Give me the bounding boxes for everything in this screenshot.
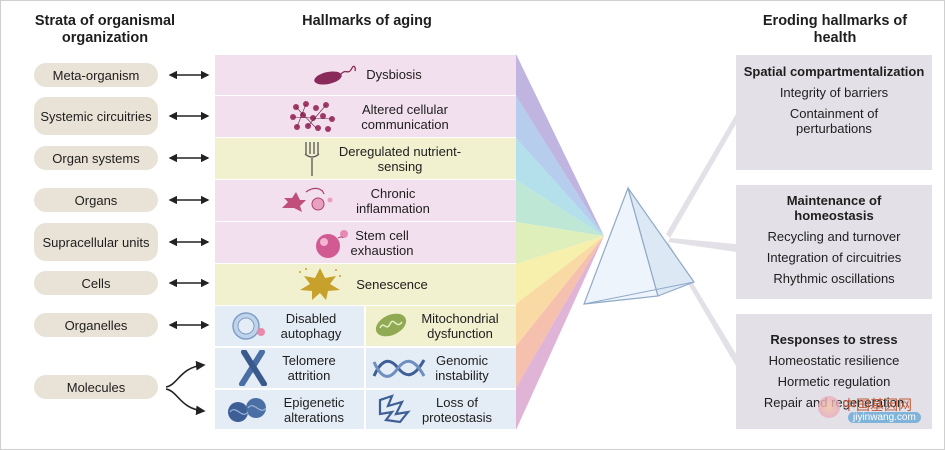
eroding-item: Homeostatic resilience <box>768 353 900 368</box>
dna-helix-icon <box>372 359 426 378</box>
hallmark-genomic: Genomic instability <box>435 353 489 383</box>
stratum-cells: Cells <box>34 271 158 295</box>
hallmark-mitochondrial: Mitochondrial dysfunction <box>421 311 499 341</box>
bacterium-icon <box>314 65 356 85</box>
eroding-item: Integrity of barriers <box>779 85 889 100</box>
stratum-molecules: Molecules <box>34 375 158 399</box>
hallmark-epigenetic: Epigenetic alterations <box>283 395 345 425</box>
hallmarks-header: Hallmarks of aging <box>302 13 432 29</box>
cell-network-icon <box>290 101 335 132</box>
cell-genomic-bg <box>366 348 516 388</box>
eroding-panel-spatial: Spatial compartmentalization Integrity o… <box>736 55 932 170</box>
mitochondrion-icon <box>375 313 407 337</box>
molecules-branch-arrows <box>165 360 206 416</box>
prism-icon <box>583 186 695 305</box>
row-inflammation-bg <box>215 180 516 222</box>
row-senescence-bg <box>215 264 516 306</box>
stratum-organs: Organs <box>34 188 158 212</box>
eroding-item: Hormetic regulation <box>777 374 891 389</box>
hallmark-proteostasis: Loss of proteostasis <box>421 395 493 425</box>
eroding-item: Rhythmic oscillations <box>773 271 895 286</box>
hallmark-autophagy: Disabled autophagy <box>280 311 342 341</box>
hallmark-senescence: Senescence <box>356 277 428 292</box>
stem-cell-icon <box>316 230 348 258</box>
watermark-cn: 中国基因网 <box>842 397 912 413</box>
eroding-item: Containment of perturbations <box>789 106 879 136</box>
hallmark-telomere: Telomere attrition <box>282 353 336 383</box>
stratum-organelles: Organelles <box>34 313 158 337</box>
strata-header: Strata of organismal organization <box>34 13 176 46</box>
double-arrows <box>168 70 210 330</box>
autophagosome-icon <box>232 312 265 340</box>
chromosome-icon <box>239 350 267 386</box>
row-stem-cell-bg <box>215 222 516 264</box>
protein-icon <box>378 394 411 424</box>
nucleosome-icon <box>228 398 267 422</box>
watermark-logo-icon <box>818 396 840 418</box>
watermark-url: jiyinwang.com <box>848 412 921 423</box>
stratum-meta-organism: Meta-organism <box>34 63 158 87</box>
eroding-item: Recycling and turnover <box>767 229 901 244</box>
row-nutrient-bg <box>215 138 516 180</box>
hallmark-nutrient-sensing: Deregulated nutrient-sensing <box>338 144 462 174</box>
stratum-organ-systems: Organ systems <box>34 146 158 170</box>
stratum-supracellular-units: Supracellular units <box>34 223 158 261</box>
stratum-systemic-circuitries: Systemic circuitries <box>34 97 158 135</box>
eroding-title-homeostasis: Maintenance of homeostasis <box>786 193 882 223</box>
row-communication-bg <box>215 96 516 138</box>
row-dysbiosis-bg <box>215 55 516 96</box>
senescent-cell-icon <box>299 268 341 300</box>
eroding-header: Eroding hallmarks of health <box>762 13 908 46</box>
hallmark-inflammation: Chronic inflammation <box>356 186 430 216</box>
hallmark-communication: Altered cellular communication <box>361 102 449 132</box>
eroding-title-stress: Responses to stress <box>770 332 898 347</box>
eroding-panel-homeostasis: Maintenance of homeostasis Recycling and… <box>736 185 932 299</box>
eroding-item: Integration of circuitries <box>766 250 902 265</box>
inflammation-icon <box>282 187 333 212</box>
fork-icon <box>304 142 320 176</box>
hallmark-dysbiosis: Dysbiosis <box>366 67 422 82</box>
eroding-title-spatial: Spatial compartmentalization <box>743 64 925 79</box>
cell-telomere-bg <box>215 348 364 388</box>
hallmark-stem-cell: Stem cell exhaustion <box>350 228 414 258</box>
